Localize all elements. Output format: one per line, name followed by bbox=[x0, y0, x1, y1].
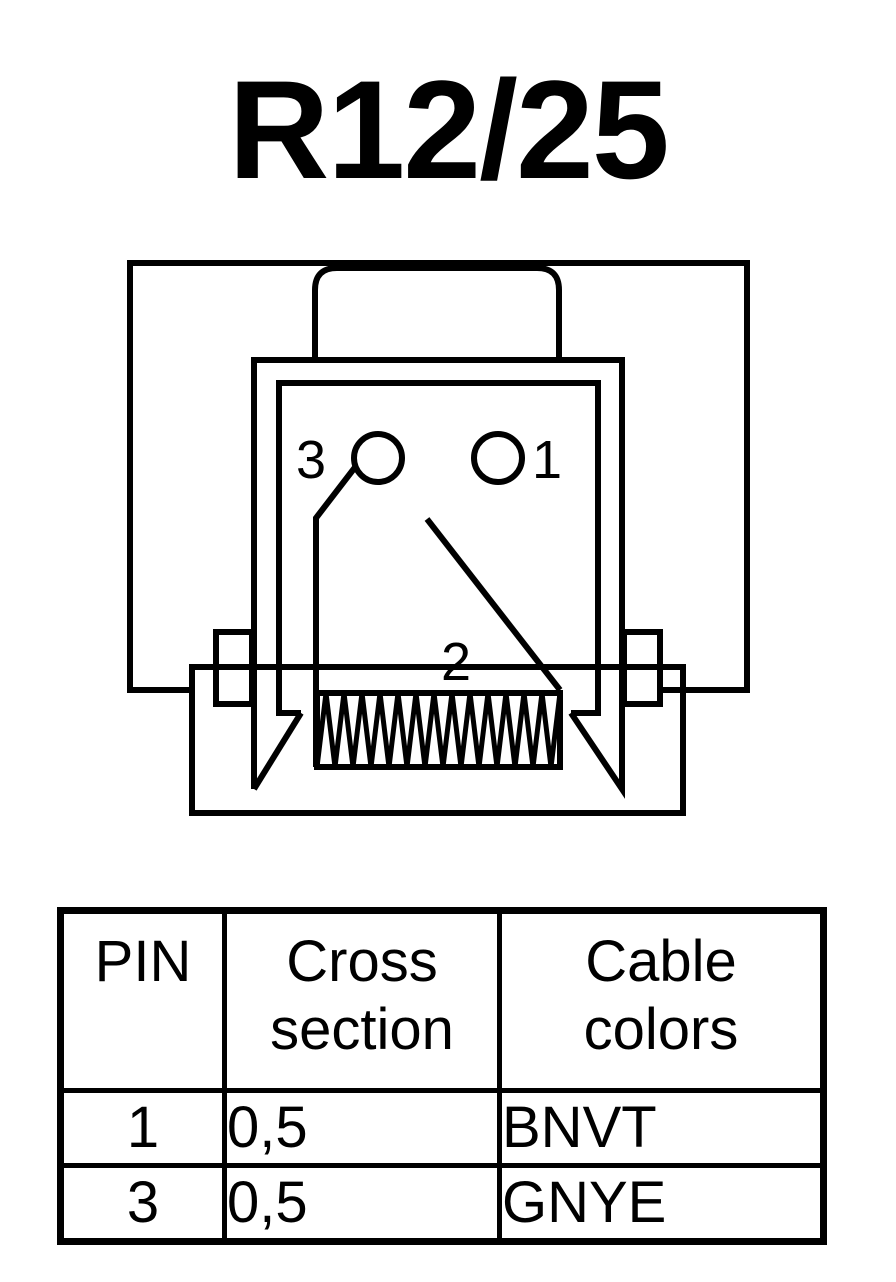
pin-1-circle bbox=[471, 431, 525, 485]
pin-assignment-table: PIN Cross section Cable colors 1 0,5 BNV… bbox=[57, 907, 827, 1245]
table-header-row: PIN Cross section Cable colors bbox=[58, 908, 826, 1093]
cell-pin: 1 bbox=[58, 1088, 227, 1168]
connector-title: R12/25 bbox=[228, 51, 669, 208]
cell-cross-section: 0,5 bbox=[222, 1088, 502, 1168]
pin-2-label: 2 bbox=[441, 632, 471, 692]
cell-cable-color: GNYE bbox=[497, 1163, 826, 1244]
cell-cross-section: 0,5 bbox=[222, 1163, 502, 1244]
insert-frame-outer bbox=[251, 357, 625, 799]
latch-tab bbox=[312, 265, 562, 358]
bottom-bracket bbox=[189, 664, 686, 816]
pin-3-label: 3 bbox=[296, 430, 326, 490]
header-cable-colors: Cable colors bbox=[497, 908, 826, 1093]
connector-diagram: 3 1 2 bbox=[127, 260, 750, 816]
header-pin: PIN bbox=[58, 908, 227, 1093]
table-row: 3 0,5 GNYE bbox=[58, 1163, 826, 1244]
cell-pin: 3 bbox=[58, 1163, 227, 1244]
spring-coil bbox=[314, 692, 563, 768]
insert-frame-inner bbox=[276, 380, 601, 716]
header-cross-section: Cross section bbox=[222, 908, 502, 1093]
pin-3-wire bbox=[313, 464, 359, 767]
outer-housing bbox=[127, 260, 750, 693]
cell-cable-color: BNVT bbox=[497, 1088, 826, 1168]
pin-1-label: 1 bbox=[532, 430, 562, 490]
table-row: 1 0,5 BNVT bbox=[58, 1088, 826, 1168]
insert-left-hook bbox=[251, 711, 304, 791]
pin-3-circle bbox=[351, 431, 405, 485]
pin-2-wire bbox=[424, 517, 563, 692]
